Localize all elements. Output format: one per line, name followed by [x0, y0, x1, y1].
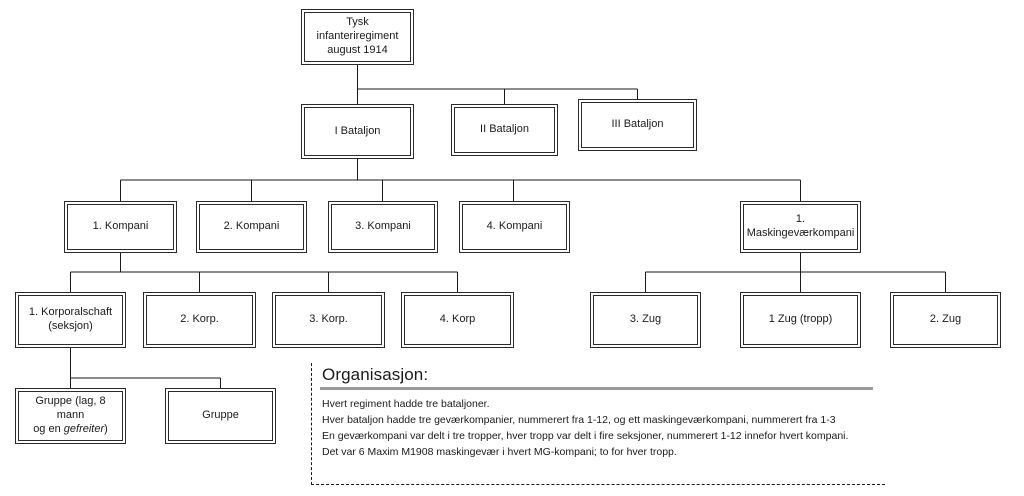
korporalschaft-3-label: 3. Korp. [309, 313, 348, 326]
node-zug-1[interactable]: 1 Zug (tropp) [740, 292, 861, 348]
korporalschaft-2-label: 2. Korp. [180, 313, 219, 326]
gruppe-1-line-2-tail: ) [104, 422, 108, 435]
mg-kompani-line-1: 1. [795, 213, 806, 226]
gruppe-1-line-2-text: og en [33, 422, 64, 435]
node-regiment[interactable]: Tysk infanteriregiment august 1914 [301, 9, 414, 65]
zug-2-label: 2. Zug [929, 313, 962, 326]
korporalschaft-1-line-1: 1. Korporalschaft [28, 306, 113, 319]
node-bataljon-3[interactable]: III Bataljon [578, 99, 697, 151]
bataljon-2-label: II Bataljon [480, 123, 529, 136]
regiment-line-3: august 1914 [327, 43, 388, 56]
regiment-line-2: infanteriregiment [316, 30, 399, 43]
node-kompani-3[interactable]: 3. Kompani [328, 201, 438, 253]
node-zug-3[interactable]: 3. Zug [590, 292, 701, 348]
node-gruppe-1[interactable]: Gruppe (lag, 8 mann og en gefreiter) [15, 388, 126, 444]
node-korporalschaft-1[interactable]: 1. Korporalschaft (seksjon) [15, 292, 126, 348]
korporalschaft-4-label: 4. Korp [439, 313, 476, 326]
node-korporalschaft-2[interactable]: 2. Korp. [143, 292, 256, 348]
kompani-2-label: 2. Kompani [223, 220, 280, 233]
kompani-4-label: 4. Kompani [486, 220, 543, 233]
gruppe-2-label: Gruppe [202, 409, 239, 422]
legend-panel: Organisasjon: Hvert regiment hadde tre b… [311, 363, 885, 485]
zug-1-label: 1 Zug (tropp) [768, 313, 833, 326]
node-maskingevaerkompani-1[interactable]: 1. Maskingeværkompani [740, 201, 861, 253]
node-gruppe-2[interactable]: Gruppe [165, 388, 276, 444]
korporalschaft-1-line-2: (seksjon) [48, 320, 93, 332]
node-bataljon-2[interactable]: II Bataljon [451, 104, 558, 156]
kompani-3-label: 3. Kompani [355, 220, 411, 233]
kompani-1-label: 1. Kompani [92, 220, 149, 233]
legend-body: Hvert regiment hadde tre bataljoner. Hve… [312, 390, 885, 461]
node-korporalschaft-3[interactable]: 3. Korp. [272, 292, 385, 348]
node-kompani-4[interactable]: 4. Kompani [459, 201, 570, 253]
legend-line-1: Hvert regiment hadde tre bataljoner. [322, 398, 490, 410]
legend-line-2: Hver bataljon hadde tre geværkompanier, … [322, 413, 836, 426]
mg-kompani-line-2: Maskingeværkompani [746, 227, 855, 239]
bataljon-1-label: I Bataljon [334, 124, 381, 137]
bataljon-3-label: III Bataljon [611, 118, 664, 131]
node-kompani-1[interactable]: 1. Kompani [64, 201, 177, 253]
zug-3-label: 3. Zug [629, 313, 662, 326]
node-zug-2[interactable]: 2. Zug [890, 292, 1001, 348]
node-bataljon-1[interactable]: I Bataljon [301, 104, 414, 159]
legend-line-4: Det var 6 Maxim M1908 maskingevær i hver… [322, 445, 677, 458]
gruppe-1-emphasis: gefreiter [63, 422, 105, 435]
gruppe-1-line-2: og en gefreiter) [22, 423, 119, 437]
node-korporalschaft-4[interactable]: 4. Korp [401, 292, 514, 348]
legend-divider [320, 387, 873, 390]
legend-line-3: En geværkompani var delt i tre tropper, … [322, 429, 849, 442]
legend-title: Organisasjon: [322, 365, 429, 384]
regiment-line-1: Tysk [346, 16, 369, 29]
node-kompani-2[interactable]: 2. Kompani [196, 201, 307, 253]
gruppe-1-line-1: Gruppe (lag, 8 mann [35, 395, 106, 422]
